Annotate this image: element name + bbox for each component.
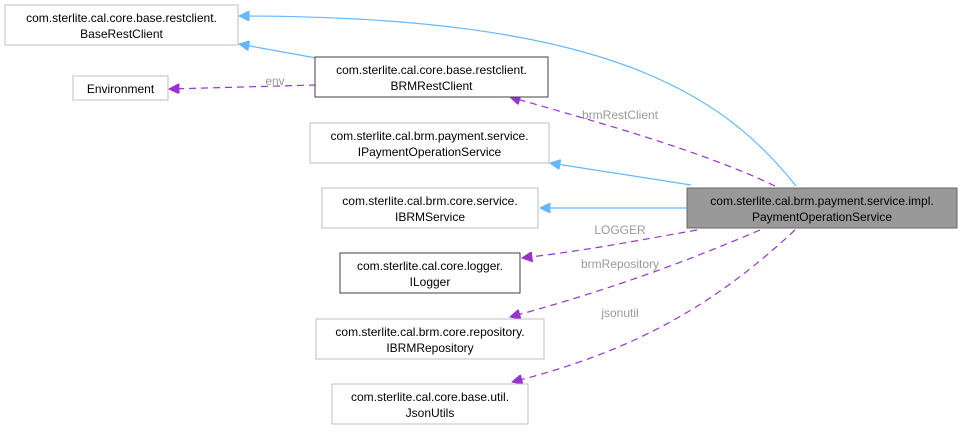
edge-brmrestclient-to-environment xyxy=(169,85,317,89)
node-json-utils[interactable]: com.sterlite.cal.core.base.util. JsonUti… xyxy=(331,383,529,425)
edge-label-env: env xyxy=(265,74,284,88)
edge-payment-to-ibrmrepository xyxy=(510,229,761,317)
edge-label-brmrepository: brmRepository xyxy=(581,257,659,271)
node-base-rest-client-name: BaseRestClient xyxy=(80,27,163,41)
edge-label-logger: LOGGER xyxy=(594,223,646,237)
node-payment-operation-service-name: PaymentOperationService xyxy=(752,210,892,224)
node-ibrm-service-name: IBRMService xyxy=(395,210,465,224)
node-ipayment-operation-service-name: IPaymentOperationService xyxy=(358,145,502,159)
node-json-utils-package: com.sterlite.cal.core.base.util. xyxy=(351,390,509,404)
node-base-rest-client-package: com.sterlite.cal.core.base.restclient. xyxy=(26,11,217,25)
node-brm-rest-client[interactable]: com.sterlite.cal.core.base.restclient. B… xyxy=(314,56,549,98)
edge-payment-to-jsonutils xyxy=(512,229,796,382)
node-environment[interactable]: Environment xyxy=(72,75,169,101)
node-payment-operation-service[interactable]: com.sterlite.cal.brm.payment.service.imp… xyxy=(686,187,958,229)
node-environment-name: Environment xyxy=(87,82,155,96)
edge-payment-to-baserestclient xyxy=(239,16,797,187)
node-ibrm-service[interactable]: com.sterlite.cal.brm.core.service. IBRMS… xyxy=(321,187,539,229)
node-ipayment-operation-service-package: com.sterlite.cal.brm.payment.service. xyxy=(330,129,528,143)
node-brm-rest-client-name: BRMRestClient xyxy=(390,79,473,93)
edge-label-jsonutil: jsonutil xyxy=(600,306,638,320)
node-ibrm-repository[interactable]: com.sterlite.cal.brm.core.repository. IB… xyxy=(315,318,545,360)
edge-payment-to-ilogger xyxy=(522,229,698,258)
node-ilogger-package: com.sterlite.cal.core.logger. xyxy=(357,259,503,273)
node-json-utils-name: JsonUtils xyxy=(406,406,455,420)
edge-label-brmrestclient: brmRestClient xyxy=(582,108,659,122)
node-ilogger-name: ILogger xyxy=(410,275,451,289)
node-ibrm-service-package: com.sterlite.cal.brm.core.service. xyxy=(342,194,517,208)
node-base-rest-client[interactable]: com.sterlite.cal.core.base.restclient. B… xyxy=(4,4,239,46)
edge-payment-to-ipaymentoperationservice xyxy=(550,163,692,186)
node-ibrm-repository-package: com.sterlite.cal.brm.core.repository. xyxy=(335,325,524,339)
edge-brmrestclient-to-baserestclient xyxy=(239,44,317,59)
node-ipayment-operation-service[interactable]: com.sterlite.cal.brm.payment.service. IP… xyxy=(309,122,550,164)
node-payment-operation-service-package: com.sterlite.cal.brm.payment.service.imp… xyxy=(710,194,933,208)
node-ibrm-repository-name: IBRMRepository xyxy=(386,341,473,355)
node-ilogger[interactable]: com.sterlite.cal.core.logger. ILogger xyxy=(339,252,521,294)
edge-payment-to-brmrestclient xyxy=(510,97,776,187)
node-brm-rest-client-package: com.sterlite.cal.core.base.restclient. xyxy=(336,63,527,77)
